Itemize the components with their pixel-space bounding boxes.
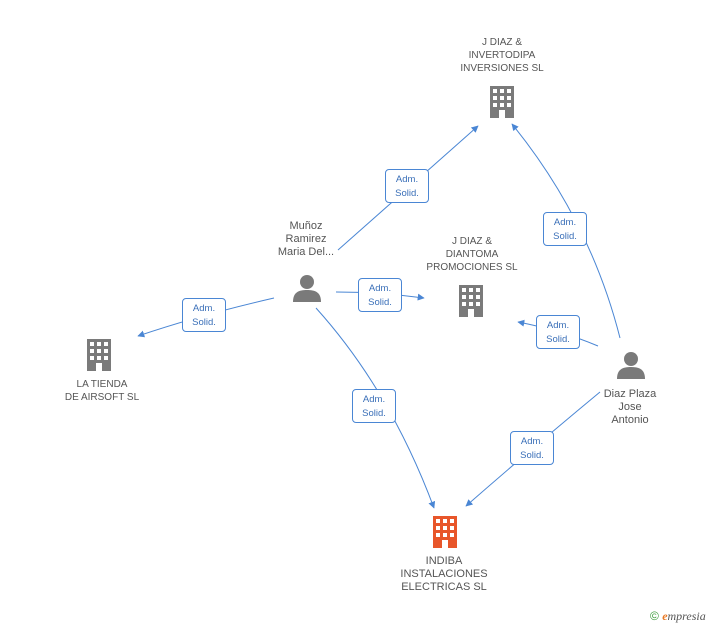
building-icon-tienda[interactable] (87, 339, 111, 371)
brand-logo[interactable]: empresia (662, 609, 706, 623)
node-label-tienda[interactable]: LA TIENDA DE AIRSOFT SL (64, 379, 140, 403)
node-label-invertodipa[interactable]: J DIAZ & INVERTODIPA INVERSIONES SL (460, 37, 544, 74)
node-label-diaz[interactable]: Diaz Plaza Jose Antonio (603, 388, 657, 426)
watermark: © empresia (650, 609, 706, 624)
building-icon-invertodipa[interactable] (490, 86, 514, 118)
building-icon-indiba[interactable] (433, 516, 457, 548)
brand-initial: e (662, 609, 668, 623)
edge-label-diaz-indiba[interactable]: Adm. Solid. (510, 431, 554, 465)
edge-label-munoz-indiba[interactable]: Adm. Solid. (352, 389, 396, 423)
node-label-munoz[interactable]: Muñoz Ramirez Maria Del... (277, 220, 335, 258)
edge-label-munoz-tienda[interactable]: Adm. Solid. (182, 298, 226, 332)
edge-label-munoz-invertodipa[interactable]: Adm. Solid. (385, 169, 429, 203)
copyright-icon: © (650, 609, 659, 623)
node-label-diantoma[interactable]: J DIAZ & DIANTOMA PROMOCIONES SL (426, 236, 518, 273)
edge-label-diaz-diantoma[interactable]: Adm. Solid. (536, 315, 580, 349)
node-label-indiba[interactable]: INDIBA INSTALACIONES ELECTRICAS SL (400, 555, 488, 593)
person-icon-diaz[interactable] (617, 352, 645, 379)
edge-label-munoz-diantoma[interactable]: Adm. Solid. (358, 278, 402, 312)
person-icon-munoz[interactable] (293, 275, 321, 302)
edge-label-diaz-invertodipa[interactable]: Adm. Solid. (543, 212, 587, 246)
brand-name: mpresia (667, 609, 706, 623)
building-icon-diantoma[interactable] (459, 285, 483, 317)
